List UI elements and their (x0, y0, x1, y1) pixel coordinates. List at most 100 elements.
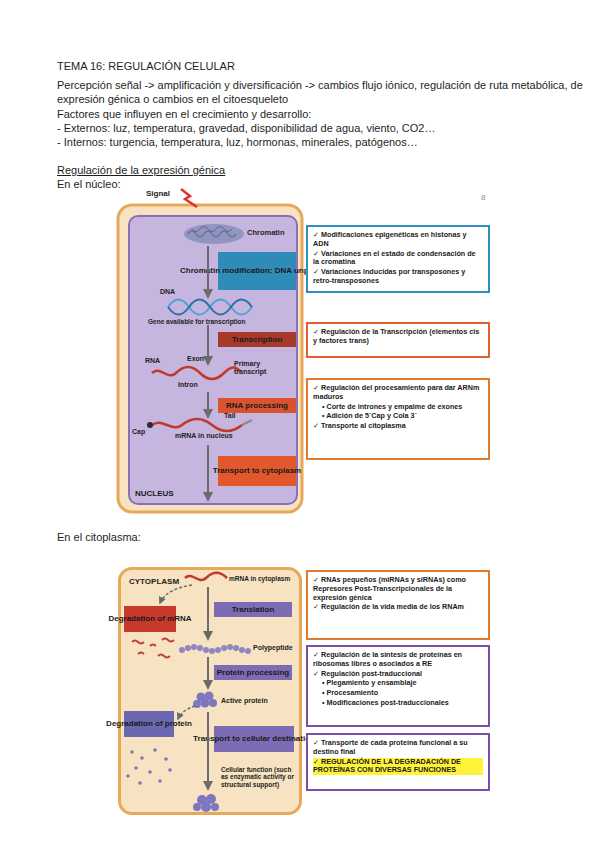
process-box: Protein processing (214, 665, 292, 680)
protein-blob (206, 794, 216, 804)
mrna-fragment (132, 641, 144, 644)
section-heading: Regulación de la expresión génica (57, 163, 225, 177)
mrna-fragment (138, 653, 144, 655)
protein-blob (201, 802, 211, 812)
mrna-fragment (162, 639, 174, 642)
amino-acid-dot (168, 768, 172, 772)
polypeptide-bead (179, 647, 185, 653)
mrna-tail (242, 420, 252, 425)
note-box: ✓ Transporte de cada proteína funcional … (306, 733, 490, 791)
amino-acid-dot (138, 781, 142, 785)
note-box: ✓ Regulación de la Transcripción (elemen… (306, 322, 490, 358)
node-text: Degradation of protein (106, 719, 192, 728)
amino-acid-dot (126, 774, 130, 778)
nucleus-region: NUCLEUS Chromatin modification: DNA unpac… (128, 215, 298, 505)
dashed-arrow (160, 585, 192, 603)
note-box: ✓ Modificaciones epigenéticas en histona… (306, 225, 490, 293)
node-text: Transport to cytoplasm (213, 466, 301, 475)
node-text: • Adición de 5´Cap y Cola 3´ (313, 412, 483, 421)
node-text: • Procesamiento (313, 689, 483, 698)
protein-blob (211, 803, 219, 811)
node-text: ✓ Variaciones inducidas por transposones… (313, 268, 483, 286)
page-title: TEMA 16: REGULACIÓN CELULAR (57, 60, 235, 72)
note-box: ✓ Regulación del procesamiento para dar … (306, 378, 490, 460)
flow-arrow (207, 657, 209, 688)
chromatin-blob (184, 224, 244, 244)
amino-acid-dot (153, 748, 157, 752)
flow-arrow (207, 587, 209, 639)
flow-arrow (207, 246, 209, 297)
amino-acid-dot (148, 770, 152, 774)
rna-strand (152, 367, 240, 379)
flow-arrow (207, 712, 209, 789)
protein-blob (197, 795, 207, 805)
process-box: Degradation of mRNA (124, 606, 176, 632)
process-box: Transport to cytoplasm (218, 456, 296, 486)
dna-strand (168, 300, 252, 315)
polypeptide-bead (227, 644, 233, 650)
mrna-fragment (150, 645, 156, 647)
node-text: ✓ Transporte al citoplasma (313, 422, 483, 431)
node-text: Transcription (232, 335, 283, 344)
diagram-label: Signal (146, 189, 170, 198)
node-text: ✓ RNAs pequeños (miRNAs y siRNAs) como R… (313, 576, 483, 602)
process-box: Chromatin modification: DNA unpacking (218, 252, 296, 290)
polypeptide-bead (233, 645, 239, 651)
node-text: Translation (232, 605, 275, 614)
node-text: ✓ Regulación de la síntesis de proteínas… (313, 651, 483, 669)
dashed-arrow (178, 706, 195, 719)
protein-blob (193, 803, 201, 811)
signal-bolt (181, 189, 197, 207)
polypeptide-bead (197, 645, 203, 651)
flow-arrow (207, 445, 209, 500)
node-text: RNA processing (226, 401, 288, 410)
process-box: Transport to cellular destination (214, 726, 294, 752)
amino-acid-dot (158, 779, 162, 783)
node-text: • Plegamiento y ensamblaje (313, 679, 483, 688)
node-text: ✓ Variaciones en el estado de condensaci… (313, 250, 483, 268)
body-text: Percepción señal -> amplificación y dive… (57, 78, 587, 106)
node-text: ✓ Regulación de la vida media de los RNA… (313, 603, 483, 612)
process-box: Degradation of protein (124, 711, 174, 737)
polypeptide-bead (209, 648, 215, 654)
list-item: - Internos: turgencia, temperatura, luz,… (57, 135, 418, 149)
amino-acid-dot (130, 750, 134, 754)
node-text: Transport to cellular destination (193, 734, 315, 743)
slide-number: 8 (481, 193, 485, 202)
note-box: ✓ Regulación de la síntesis de proteínas… (306, 645, 490, 727)
polypeptide-bead (191, 644, 197, 650)
protein-blob (205, 692, 214, 701)
dna-strand (168, 300, 252, 315)
polypeptide-bead (239, 647, 245, 653)
polypeptide-bead (245, 648, 251, 654)
node-text: CYTOPLASM (129, 577, 179, 586)
node-text: ✓ Transporte de cada proteína funcional … (313, 739, 483, 757)
cytoplasm-region: CYTOPLASM Degradation of mRNA TranslationP… (118, 567, 302, 815)
node-text: Protein processing (217, 668, 289, 677)
amino-acid-dot (164, 757, 168, 761)
cell-outline (118, 205, 302, 512)
flow-arrow (207, 325, 209, 364)
protein-blob (193, 700, 201, 708)
node-text: NUCLEUS (135, 489, 174, 498)
protein-blob (209, 699, 217, 707)
amino-acid-dot (140, 756, 144, 760)
chromatin-fiber (188, 231, 236, 237)
protein-blob (201, 699, 210, 708)
node-text: ✓ Regulación del procesamiento para dar … (313, 384, 483, 402)
node-text: Degradation of mRNA (108, 614, 191, 623)
list-item: - Externos: luz, temperatura, gravedad, … (57, 121, 436, 135)
process-box: Translation (214, 602, 292, 617)
node-text: • Corte de intrones y empalme de exones (313, 403, 483, 412)
protein-blob (197, 693, 206, 702)
node-text: ✓ REGULACIÓN DE LA DEGRADACIÓN DE PROTEÍ… (313, 758, 483, 776)
chromatin-fiber (192, 227, 232, 232)
node-text: ✓ Regulación post-traduccional (313, 670, 483, 679)
body-text: En el núcleo: (57, 177, 121, 191)
polypeptide-bead (215, 647, 221, 653)
note-box: ✓ RNAs pequeños (miRNAs y siRNAs) como R… (306, 570, 490, 640)
body-text: Factores que influyen en el crecimiento … (57, 107, 311, 121)
amino-acid-dot (134, 766, 138, 770)
polypeptide-bead (203, 647, 209, 653)
